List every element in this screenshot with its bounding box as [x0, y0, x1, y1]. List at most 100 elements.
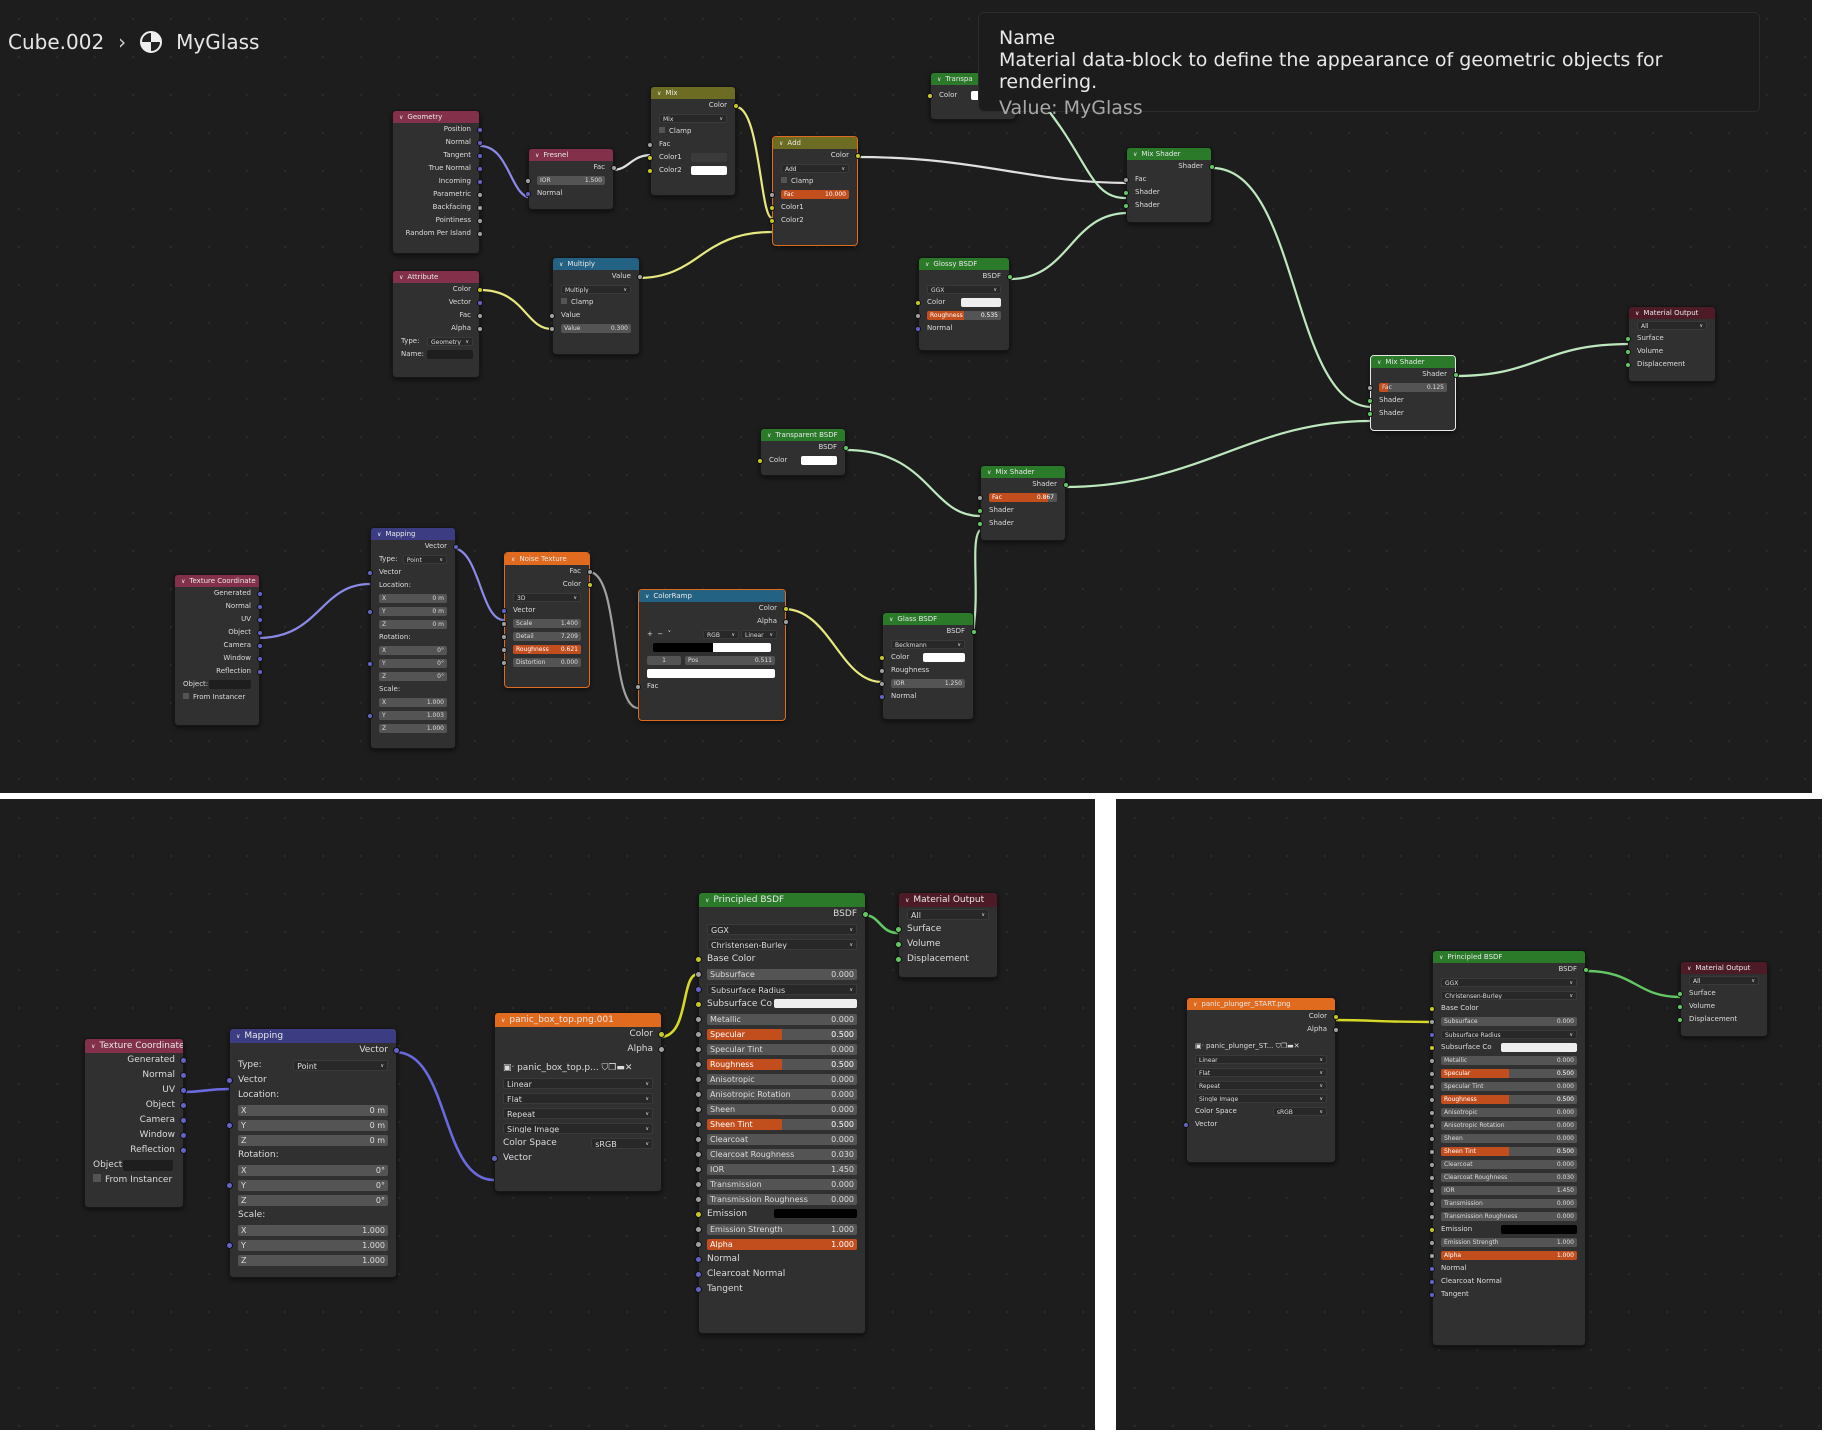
- node-header[interactable]: Geometry: [393, 111, 479, 123]
- socket[interactable]: [180, 1132, 187, 1139]
- src-select[interactable]: Single Image: [1195, 1094, 1327, 1103]
- socket[interactable]: [453, 543, 459, 550]
- socket[interactable]: [1677, 990, 1683, 997]
- socket[interactable]: [477, 230, 483, 237]
- socket[interactable]: [757, 457, 763, 464]
- socket[interactable]: [637, 273, 643, 280]
- socket[interactable]: [895, 926, 902, 933]
- socket[interactable]: [257, 616, 263, 623]
- color-mode-select[interactable]: RGB: [703, 630, 739, 639]
- socket[interactable]: [180, 1087, 187, 1094]
- image-file-name[interactable]: panic_box_top.p...: [517, 1063, 599, 1073]
- socket[interactable]: [393, 1047, 400, 1054]
- socket[interactable]: [1429, 1044, 1435, 1051]
- duplicate-icon[interactable]: ❐: [1280, 1042, 1288, 1050]
- interp-select[interactable]: Linear: [1195, 1055, 1327, 1064]
- socket[interactable]: [1367, 410, 1373, 417]
- socket[interactable]: [501, 646, 507, 653]
- socket[interactable]: [257, 655, 263, 662]
- socket[interactable]: [927, 92, 933, 99]
- node-principled-bsdf[interactable]: Principled BSDF BSDFGGXChristensen-Burle…: [1429, 950, 1589, 1346]
- sss-method-select[interactable]: Christensen-Burley: [707, 939, 857, 950]
- socket[interactable]: [855, 152, 861, 159]
- open-folder-icon[interactable]: ▬: [1287, 1042, 1294, 1050]
- socket[interactable]: [733, 102, 739, 109]
- node-header[interactable]: Mix Shader: [1371, 356, 1455, 368]
- node-mix[interactable]: Mix Color Mix Clamp Fac Color1 Color2: [647, 86, 739, 196]
- socket[interactable]: [226, 1122, 233, 1129]
- socket[interactable]: [477, 325, 483, 332]
- socket[interactable]: [549, 312, 555, 319]
- subsurface-radius-select[interactable]: Subsurface Radius: [1441, 1030, 1577, 1039]
- socket[interactable]: [658, 1046, 665, 1053]
- socket[interactable]: [525, 177, 531, 184]
- socket[interactable]: [1429, 1187, 1435, 1194]
- ext-select[interactable]: Repeat: [1195, 1081, 1327, 1090]
- node-mix-shader-1[interactable]: Mix Shader Shader Fac Shader Shader: [1123, 147, 1215, 223]
- socket[interactable]: [977, 507, 983, 514]
- socket[interactable]: [477, 126, 483, 133]
- socket[interactable]: [477, 191, 483, 198]
- color-swatch[interactable]: [801, 456, 837, 465]
- ext-select[interactable]: Repeat: [503, 1108, 653, 1119]
- target-select[interactable]: All: [1637, 321, 1707, 330]
- socket[interactable]: [1429, 1148, 1435, 1155]
- socket[interactable]: [180, 1057, 187, 1064]
- socket[interactable]: [180, 1072, 187, 1079]
- proj-select[interactable]: Flat: [1195, 1068, 1327, 1077]
- node-transparent-bsdf[interactable]: Transparent BSDF BSDF Color: [757, 428, 849, 476]
- socket[interactable]: [862, 911, 869, 918]
- image-browse-icon[interactable]: ▣: [503, 1063, 512, 1073]
- socket[interactable]: [783, 605, 789, 612]
- socket[interactable]: [695, 1106, 702, 1113]
- socket[interactable]: [549, 325, 555, 332]
- socket[interactable]: [783, 618, 789, 625]
- socket[interactable]: [477, 139, 483, 146]
- socket[interactable]: [879, 680, 885, 687]
- socket[interactable]: [1333, 1026, 1339, 1033]
- socket[interactable]: [977, 520, 983, 527]
- socket[interactable]: [879, 654, 885, 661]
- node-header[interactable]: Principled BSDF: [1433, 951, 1585, 963]
- socket[interactable]: [587, 568, 593, 575]
- socket[interactable]: [695, 956, 702, 963]
- socket[interactable]: [1007, 273, 1013, 280]
- socket[interactable]: [977, 494, 983, 501]
- socket[interactable]: [695, 986, 702, 993]
- socket[interactable]: [695, 1286, 702, 1293]
- node-header[interactable]: Mix Shader: [981, 466, 1065, 478]
- socket[interactable]: [695, 1091, 702, 1098]
- socket[interactable]: [1625, 348, 1631, 355]
- socket[interactable]: [477, 217, 483, 224]
- chevron-down-icon[interactable]: ˅: [1201, 1044, 1204, 1049]
- ramp-menu-icon[interactable]: ˅: [667, 630, 672, 638]
- node-header[interactable]: Noise Texture: [505, 553, 589, 565]
- open-folder-icon[interactable]: ▬: [616, 1063, 625, 1073]
- socket[interactable]: [1625, 361, 1631, 368]
- distribution-select[interactable]: GGX: [1441, 978, 1577, 987]
- node-header[interactable]: Mix: [651, 87, 735, 99]
- socket[interactable]: [1429, 1174, 1435, 1181]
- node-texture-coordinate[interactable]: Texture Coordinate GeneratedNormalUVObje…: [174, 574, 263, 726]
